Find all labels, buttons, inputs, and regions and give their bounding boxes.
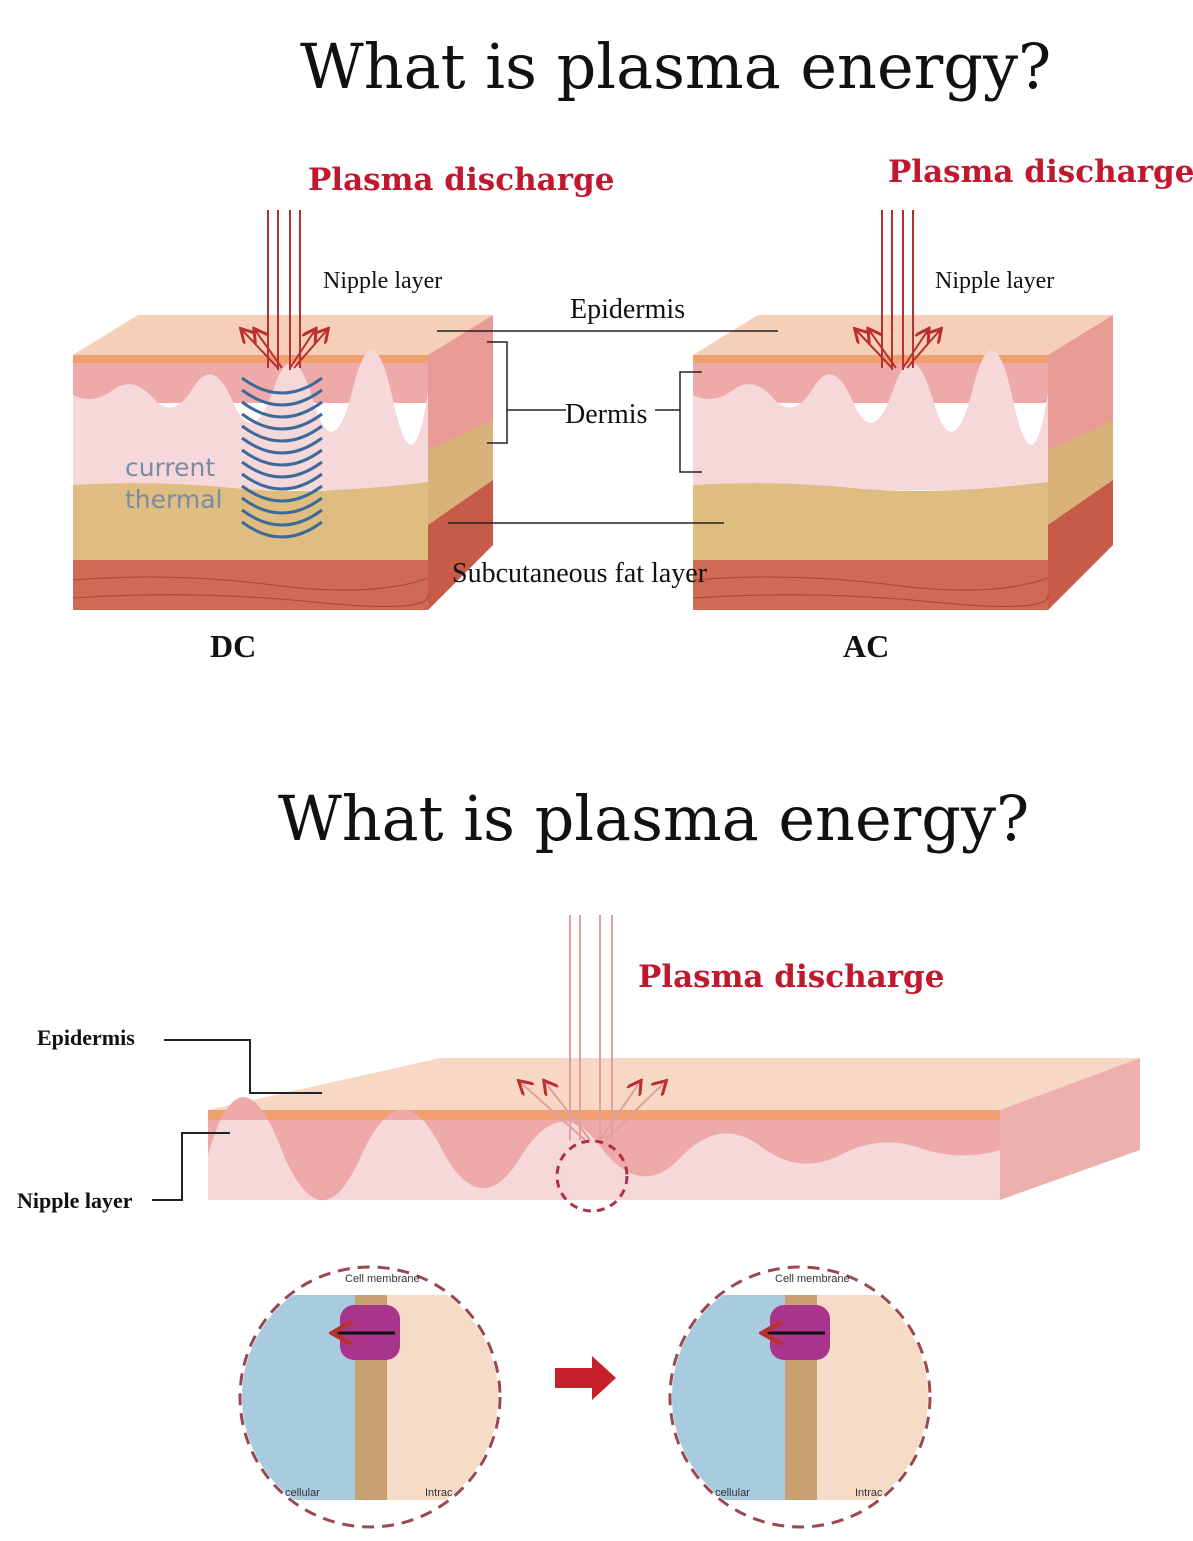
cell-membrane-label: Cell membrane bbox=[345, 1273, 420, 1285]
dc-label: DC bbox=[210, 628, 256, 664]
cell-membrane-label: Cell membrane bbox=[775, 1273, 850, 1285]
extracellular-label: cellular bbox=[285, 1487, 320, 1499]
subcutaneous-fat-label: Subcutaneous fat layer bbox=[452, 558, 708, 589]
dc-discharge-arrows-icon bbox=[242, 210, 327, 370]
ac-discharge-arrows-icon bbox=[856, 210, 940, 370]
bottom-leader-lines bbox=[152, 1039, 322, 1201]
bottom-nipple-layer-label: Nipple layer bbox=[17, 1188, 133, 1213]
ac-plasma-discharge-label: Plasma discharge bbox=[888, 154, 1193, 190]
focus-circle bbox=[555, 1139, 629, 1213]
ac-nipple-layer-label: Nipple layer bbox=[935, 268, 1054, 294]
top-title: What is plasma energy? bbox=[300, 30, 1051, 103]
bottom-plasma-discharge-label: Plasma discharge bbox=[638, 959, 944, 995]
bottom-title: What is plasma energy? bbox=[278, 782, 1029, 855]
label-leader-lines bbox=[437, 330, 778, 524]
bottom-skin-block bbox=[208, 1058, 1140, 1201]
bottom-discharge-arrows-icon bbox=[520, 915, 665, 1141]
cell-before-circle: Cell membrane cellular Intrac bbox=[238, 1265, 502, 1529]
thermal-label: thermal bbox=[125, 485, 223, 514]
intracellular-label: Intrac bbox=[855, 1487, 883, 1499]
bottom-epidermis-label: Epidermis bbox=[37, 1025, 135, 1050]
dc-plasma-discharge-label: Plasma discharge bbox=[308, 162, 614, 198]
thermal-waves-icon bbox=[241, 376, 323, 539]
cell-after-circle: Cell membrane cellular Intrac bbox=[668, 1265, 932, 1529]
current-label: current bbox=[125, 453, 215, 482]
dermis-label: Dermis bbox=[565, 399, 647, 430]
right-arrow-icon bbox=[555, 1356, 616, 1400]
extracellular-label: cellular bbox=[715, 1487, 750, 1499]
epidermis-label: Epidermis bbox=[570, 294, 685, 325]
dc-nipple-layer-label: Nipple layer bbox=[323, 268, 442, 294]
ac-label: AC bbox=[843, 628, 889, 664]
intracellular-label: Intrac bbox=[425, 1487, 453, 1499]
